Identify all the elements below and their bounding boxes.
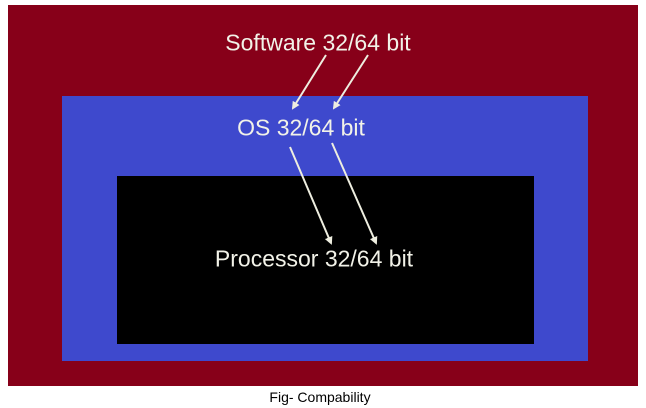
processor-label: Processor 32/64 bit (214, 245, 414, 272)
arrow-os-processor-1 (289, 146, 333, 245)
arrow-software-os-1 (291, 54, 327, 110)
arrow-os-processor-2 (331, 142, 378, 245)
figure-caption: Fig- Compability (269, 389, 371, 405)
arrow-software-os-2 (332, 54, 369, 110)
processor-layer (117, 176, 534, 344)
os-label: OS 32/64 bit (237, 114, 365, 141)
software-label: Software 32/64 bit (225, 29, 411, 56)
